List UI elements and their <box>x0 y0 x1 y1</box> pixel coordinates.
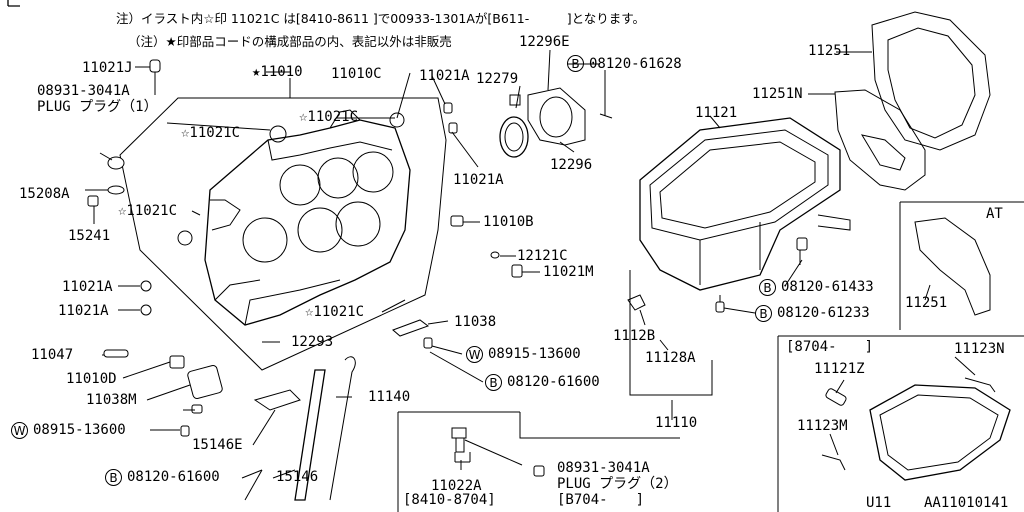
label-plug-2: PLUG プラグ（2） <box>557 476 678 492</box>
label-11010: ★11010 <box>252 64 303 80</box>
label-12293: 12293 <box>291 334 334 350</box>
label-11010D: 11010D <box>66 371 117 387</box>
label-11021A-left-2: 11021A <box>58 303 109 319</box>
label-11021A-top: 11021A <box>419 68 470 84</box>
label-12296: 12296 <box>550 157 593 173</box>
label-08915-13600-right: 08915-13600 <box>488 346 581 362</box>
label-11021C-a: ☆11021C <box>181 125 241 141</box>
label-at: AT <box>986 206 1003 222</box>
note-line-2: （注）★印部品コードの構成部品の内、表記以外は非販売 <box>128 34 452 49</box>
label-u11: U11 <box>866 495 892 511</box>
note-line-1: 注）イラスト内☆印 11021C は[8410-8611 ]で00933-130… <box>116 11 645 26</box>
bolt-marker-b: B <box>485 374 502 391</box>
label-08120-61233: 08120-61233 <box>777 305 870 321</box>
label-11010B: 11010B <box>483 214 534 230</box>
label-15208A: 15208A <box>19 186 70 202</box>
label-1112B: 1112B <box>613 328 656 344</box>
label-11010C: 11010C <box>331 66 382 82</box>
block-small-parts <box>87 59 523 369</box>
label-11038M: 11038M <box>86 392 137 408</box>
label-11123N: 11123N <box>954 341 1005 357</box>
label-11251-at: 11251 <box>905 295 948 311</box>
label-08915-13600-left: 08915-13600 <box>33 422 126 438</box>
label-bracket-b704: [B704- ] <box>557 492 645 508</box>
oil-pan <box>627 117 851 396</box>
label-11021M: 11021M <box>543 264 594 280</box>
rear-plates <box>834 11 991 191</box>
corner-mark <box>7 0 20 7</box>
label-08120-61433: 08120-61433 <box>781 279 874 295</box>
label-12296E: 12296E <box>519 34 570 50</box>
label-11121Z: 11121Z <box>814 361 865 377</box>
label-11047: 11047 <box>31 347 74 363</box>
label-11251: 11251 <box>808 43 851 59</box>
diagram-code: AA11010141 <box>924 495 1009 511</box>
label-11121: 11121 <box>695 105 738 121</box>
dipstick-parts <box>180 356 356 501</box>
label-plug-1: PLUG プラグ（1） <box>37 99 158 115</box>
label-11123M: 11123M <box>797 418 848 434</box>
washer-marker-w: W <box>11 422 28 439</box>
label-15241: 15241 <box>68 228 111 244</box>
label-bracket-8410-8704: [8410-8704] <box>403 492 496 508</box>
label-12279: 12279 <box>476 71 519 87</box>
oil-pressure-switch <box>451 427 545 477</box>
label-08120-61628: 08120-61628 <box>589 56 682 72</box>
bolt-marker-b: B <box>105 469 122 486</box>
label-11021C-c: ☆11021C <box>118 203 178 219</box>
inset-box <box>777 335 1024 512</box>
label-11128A: 11128A <box>645 350 696 366</box>
washer-marker-w: W <box>466 346 483 363</box>
label-11021J: 11021J <box>82 60 133 76</box>
label-11022A: 11022A <box>431 478 482 494</box>
cylinder-block <box>119 97 447 371</box>
label-08120-61600-left: 08120-61600 <box>127 469 220 485</box>
label-15146: 15146 <box>276 469 319 485</box>
label-08931-3041A-1: 08931-3041A <box>37 83 130 99</box>
label-11140: 11140 <box>368 389 411 405</box>
label-15146E: 15146E <box>192 437 243 453</box>
label-11110: 11110 <box>655 415 698 431</box>
label-11021C-b: ☆11021C <box>299 109 359 125</box>
leader-lines <box>85 49 976 479</box>
bolt-marker-b: B <box>759 279 776 296</box>
label-11251N: 11251N <box>752 86 803 102</box>
label-12121C: 12121C <box>517 248 568 264</box>
label-08931-3041A-2: 08931-3041A <box>557 460 650 476</box>
center-box <box>397 411 680 512</box>
inset-oil-pan <box>821 377 1011 481</box>
label-11038: 11038 <box>454 314 497 330</box>
at-plate <box>914 217 991 316</box>
at-box <box>899 201 1024 330</box>
label-11021C-d: ☆11021C <box>305 304 365 320</box>
label-bracket-8704: [8704- ] <box>786 339 874 355</box>
label-11021A-left-1: 11021A <box>62 279 113 295</box>
label-08120-61600-right: 08120-61600 <box>507 374 600 390</box>
bolt-marker-b: B <box>567 55 584 72</box>
label-11021A-mid: 11021A <box>453 172 504 188</box>
bolt-marker-b: B <box>755 305 772 322</box>
oil-seal-parts <box>499 87 613 158</box>
